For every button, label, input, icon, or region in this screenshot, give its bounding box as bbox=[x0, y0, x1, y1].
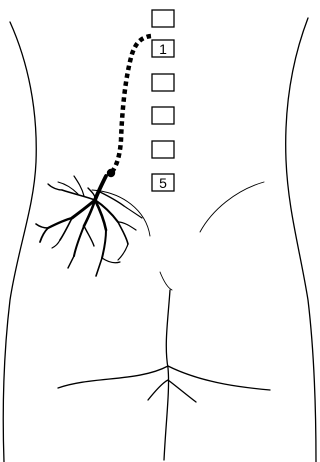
vertebra-box-5 bbox=[152, 141, 174, 158]
nerve-emergence-dot bbox=[107, 169, 115, 177]
sacral-contour bbox=[160, 272, 172, 290]
right-iliac-contour bbox=[200, 182, 264, 232]
nerve-dashed-path bbox=[112, 36, 151, 172]
right-back-contour bbox=[286, 18, 316, 462]
cutaneous-nerve-branches bbox=[36, 176, 142, 276]
left-back-contour bbox=[3, 22, 36, 462]
vertebra-label: 1 bbox=[159, 41, 167, 57]
vertebra-box-3 bbox=[152, 74, 174, 91]
gluteal-cleft bbox=[164, 290, 170, 460]
vertebra-box-4 bbox=[152, 107, 174, 124]
vertebral-column: 1 5 bbox=[152, 10, 174, 191]
gluteal-fold bbox=[148, 380, 196, 402]
vertebra-box-2: 1 bbox=[152, 40, 174, 57]
vertebra-label: 5 bbox=[159, 175, 167, 191]
left-buttock-contour bbox=[58, 366, 168, 388]
vertebra-box-1 bbox=[152, 10, 174, 27]
vertebra-box-6: 5 bbox=[152, 174, 174, 191]
right-buttock-contour bbox=[168, 366, 270, 390]
